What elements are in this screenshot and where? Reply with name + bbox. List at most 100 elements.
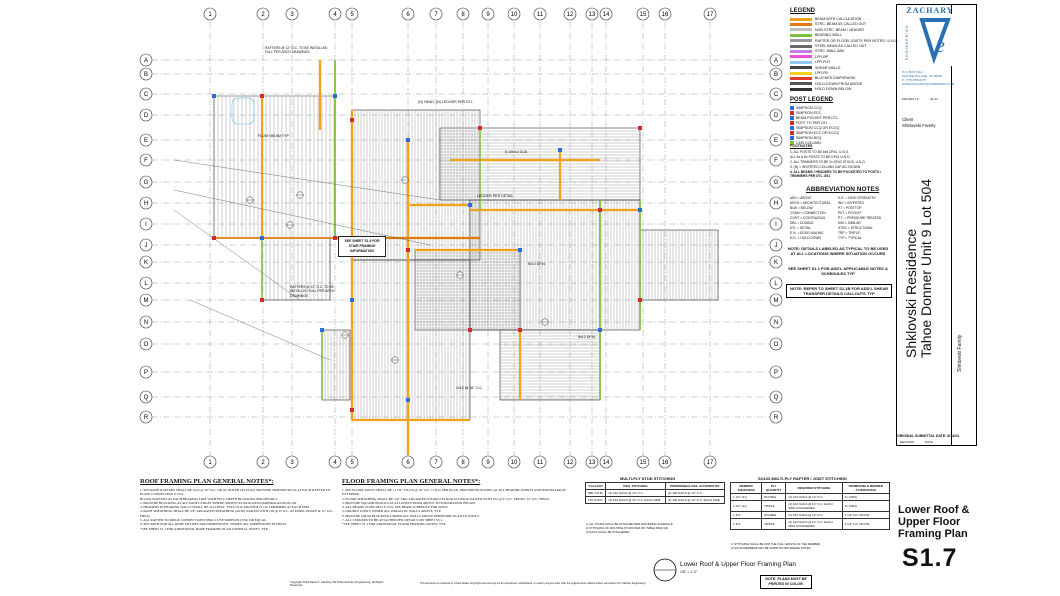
grid-label: P <box>144 370 148 376</box>
grid-bubble <box>769 315 783 329</box>
post-legend-item: SIMPSON ECC <box>790 111 821 115</box>
legend-label: STRC. BEAM AS CALLED OUT <box>815 22 867 27</box>
post-marker <box>333 94 337 98</box>
note-line: 6. SEE ARCH FOR ALL ROOF PITCHES AND DIM… <box>140 522 287 527</box>
grid-bubbles: 1122334455667788991010111112121313141415… <box>139 7 783 469</box>
head-callout: (N) HEAD, (N) LEDGER PER DTL <box>418 100 473 104</box>
post-symbol <box>790 106 794 110</box>
post-marker <box>260 94 264 98</box>
grid-label: H <box>144 201 148 207</box>
grid-label: 4 <box>333 12 337 18</box>
grid-bubble <box>456 455 470 469</box>
note-line: 1. SEE ROOF RAFTERS SHALL BE 2x10 @ 16" … <box>140 488 331 497</box>
legend-label: LPR-FB <box>815 71 828 75</box>
grid-label: 17 <box>707 12 714 18</box>
table-header: PERMISSIBLE MEMBER ALTERNATIVE <box>841 482 891 494</box>
legend-item: STRC. BEAM AS CALLED OUT <box>790 22 866 26</box>
abbreviation-item: STRC = STRUCTURAL <box>838 226 873 230</box>
grid-label: C <box>144 92 149 98</box>
owner-name: Shklovski Family <box>957 334 963 372</box>
post-marker <box>598 208 602 212</box>
table-cell: 1 1/2" (2x) <box>729 500 763 512</box>
address-line: P: (775) 555-0175 <box>902 78 927 82</box>
table-cell: 1 3/4" <box>729 518 763 530</box>
grid-label: N <box>144 320 148 326</box>
grid-bubble <box>456 7 470 21</box>
legend-swatch <box>790 87 812 91</box>
legend-label: HOLD-DOWN FROM ABOVE <box>815 81 863 86</box>
post-marker <box>212 236 216 240</box>
logo-7e-icon: e <box>912 14 958 66</box>
legend-title: LEGEND <box>790 8 816 14</box>
firm-name: ZACHARY <box>906 6 954 15</box>
table-cell: (2) 16d NAILS @ 12" O.C. <box>785 493 843 501</box>
table-note: 3) NAILS SHALL BE STAGGERED <box>586 530 630 534</box>
post-symbol <box>790 116 794 120</box>
abbreviation-item: DTL = DETAIL <box>790 226 812 230</box>
post-marker <box>350 408 354 412</box>
post-legend-label: CMS COLUMN <box>796 141 821 145</box>
grid-bubble <box>563 7 577 21</box>
legend-item: LPR-BP <box>790 55 828 59</box>
grid-label: F <box>774 158 778 164</box>
flush-beam-callout: FLUSH BEAM TYP <box>258 134 289 138</box>
grid-label: C <box>774 92 779 98</box>
note-line: 3. HEADERS IN BEARING WALLS SHALL BE 4x1… <box>140 505 310 510</box>
grid-bubble <box>769 196 783 210</box>
table-header: REQUIRED STITCHING <box>785 482 843 494</box>
grid-label: 1 <box>208 460 212 466</box>
grid-bubble <box>401 455 415 469</box>
footnote-line: 3. (N) = INVERTED COLUMN CAP AS SHOWN <box>790 165 861 169</box>
table-cell: TRIPLE <box>761 518 787 530</box>
plan-scale: 1/8" = 1'-0" <box>680 570 698 574</box>
legend-label: STRC. WALL ABV. <box>815 49 845 54</box>
grid-label: 5 <box>350 460 354 466</box>
note-line: *SEE SHEET S1.1 FOR ADDITIONAL ROOF FRAM… <box>140 526 269 531</box>
post-symbol <box>790 141 794 145</box>
note-line: 4. ROOF SHEATHING SHALL BE 5/8" APA RATE… <box>140 509 334 518</box>
firm-logo: ZACHARY <box>905 6 955 15</box>
grid-label: 17 <box>707 460 714 466</box>
grid-bubble <box>285 7 299 21</box>
grid-label: Q <box>774 395 779 401</box>
abbreviation-item: ABV = ABOVE <box>790 196 812 200</box>
grid-bubble <box>139 337 153 351</box>
post-legend-label: BEAM POCKET PER DTL <box>796 116 839 120</box>
legend-item: STRC. WALL ABV. <box>790 49 845 53</box>
table-header: PERMISSIBLE NAIL ALTERNATIVE <box>664 482 726 490</box>
post-marker <box>406 398 410 402</box>
grid-bubble <box>769 238 783 252</box>
grid-bubble <box>599 455 613 469</box>
grid-label: 14 <box>603 12 610 18</box>
legend-label: BEAM WITH CALCULATION <box>815 17 862 21</box>
table-row: DBL STUD(2) 16d NAILS @ 12" O.C.(2) 10d … <box>584 489 726 497</box>
abbreviation-title: ABBREVIATION NOTES <box>806 186 880 193</box>
grid-label: O <box>144 342 149 348</box>
grid-label: 2 <box>261 12 265 18</box>
grid-label: E <box>144 138 148 144</box>
grid-label: A <box>774 58 778 64</box>
grid-bubble <box>328 455 342 469</box>
grid-label: 13 <box>589 460 596 466</box>
post-legend-item: CMS COLUMN <box>790 141 821 145</box>
grid-bubble <box>139 238 153 252</box>
grid-label: 1 <box>208 12 212 18</box>
ledger-callout: LEDGER PER DETAIL <box>477 194 514 198</box>
table-cell: 1 3/4" <box>729 511 763 519</box>
post-legend-item: SIMPSON ECC OR ECCQ <box>790 131 839 135</box>
legend-swatch <box>790 22 812 26</box>
abbreviation-item: H.S. = HIGH STRENGTH <box>838 196 876 200</box>
grid-bubble <box>429 7 443 21</box>
grid-bubble <box>533 7 547 21</box>
floor-notes-body: 1. SEE FLOOR JOISTS SHALL BE 11 7/8" TJI… <box>342 488 580 578</box>
grid-label: 6 <box>406 460 410 466</box>
post-marker <box>468 203 472 207</box>
title-block-side <box>950 4 977 446</box>
grid-bubble <box>636 455 650 469</box>
date-label: DATE <box>925 440 933 444</box>
grid-label: 9 <box>486 460 490 466</box>
table-row: TPL STUD(2) 16d NAILS @ 12" O.C. EACH SI… <box>584 496 726 504</box>
abbreviation-item: BLW = BELOW <box>790 206 813 210</box>
table-note: 1) ALL STUDS SHALL BE ATTACHED PER FASTE… <box>586 522 673 526</box>
